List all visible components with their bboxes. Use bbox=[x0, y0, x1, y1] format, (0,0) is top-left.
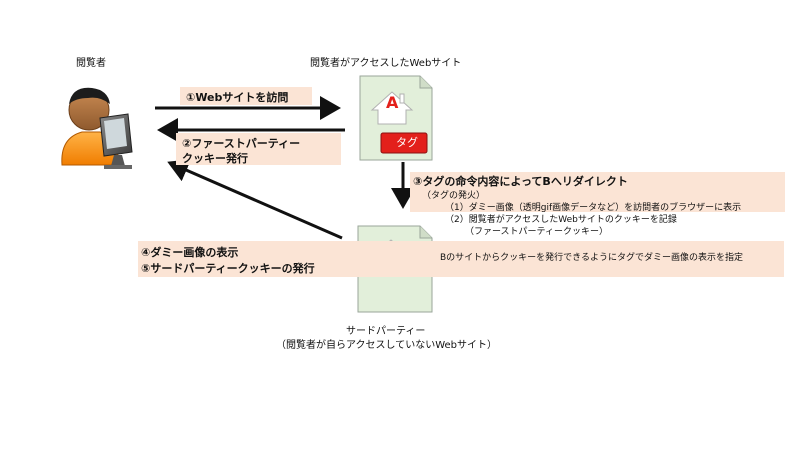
step3-sub2: （2）閲覧者がアクセスしたWebサイトのクッキーを記録 bbox=[445, 215, 677, 225]
step3-sub1: （1）ダミー画像（透明gif画像データなど）を訪問者のブラウザーに表示 bbox=[445, 203, 742, 213]
step2-label-line1: ②ファーストパーティー bbox=[182, 137, 301, 150]
b-note-label: Bのサイトからクッキーを発行できるようにタグでダミー画像の表示を指定 bbox=[440, 253, 743, 263]
step45-band bbox=[138, 241, 784, 277]
viewer-icon bbox=[61, 87, 133, 169]
tag-label: タグ bbox=[396, 136, 418, 149]
step5-label: ⑤サードパーティークッキーの発行 bbox=[141, 262, 315, 275]
arrow-third-party-cookie bbox=[167, 159, 343, 240]
third-party-title: サードパーティー bbox=[346, 326, 426, 337]
step1-label: ①Webサイトを訪問 bbox=[186, 91, 289, 104]
step3-band bbox=[410, 172, 785, 212]
step2-label-line2: クッキー発行 bbox=[182, 152, 248, 165]
step2-band bbox=[176, 133, 341, 165]
step4-label: ④ダミー画像の表示 bbox=[141, 246, 239, 259]
step3-fire-label: （タグの発火） bbox=[422, 191, 486, 201]
step1-band bbox=[180, 87, 312, 105]
first-party-site-label: 閲覧者がアクセスしたWebサイト bbox=[310, 58, 462, 69]
page-a-letter: A bbox=[386, 93, 399, 112]
third-party-subtitle: （閲覧者が自らアクセスしていないWebサイト） bbox=[276, 340, 498, 351]
tag-shape bbox=[380, 132, 428, 154]
viewer-label: 閲覧者 bbox=[76, 58, 106, 69]
step3-label: ③タグの命令内容によってBへリダイレクト bbox=[413, 175, 628, 188]
step3-sub3: （ファーストパーティークッキー） bbox=[465, 227, 609, 237]
